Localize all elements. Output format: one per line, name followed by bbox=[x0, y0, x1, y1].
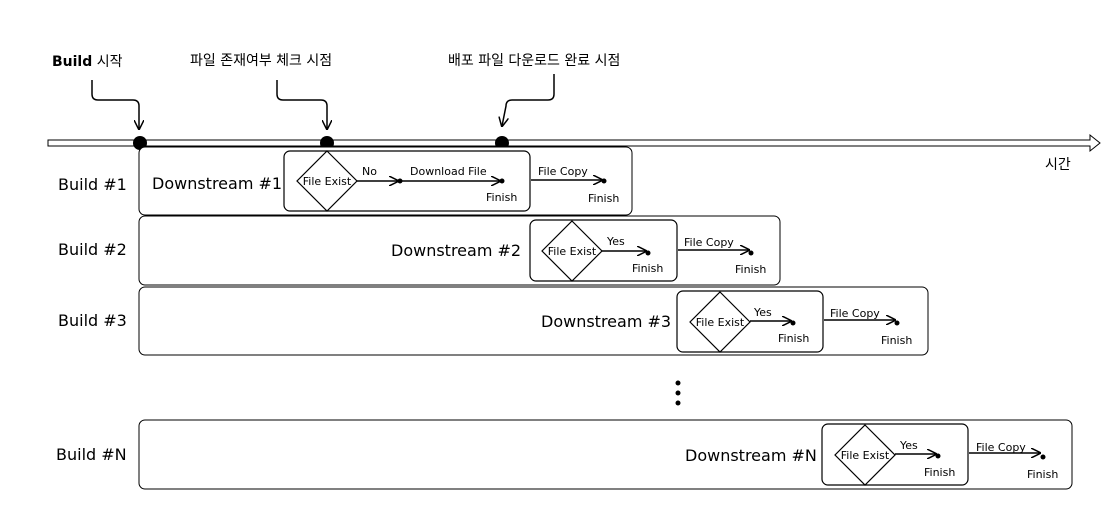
timeline-point-build-start bbox=[133, 136, 147, 150]
finish-point bbox=[499, 178, 505, 184]
copy-label: File Copy bbox=[830, 307, 880, 320]
decision-label: File Exist bbox=[548, 245, 597, 258]
decision-diamond bbox=[834, 424, 896, 486]
build-label: Build #1 bbox=[58, 175, 127, 194]
branch-label: Yes bbox=[753, 306, 772, 319]
connector-file-check bbox=[276, 80, 327, 129]
finish-label: Finish bbox=[778, 332, 809, 345]
finish-point bbox=[1040, 454, 1046, 460]
decision-diamond bbox=[541, 220, 603, 282]
copy-label: File Copy bbox=[538, 165, 588, 178]
finish-point bbox=[748, 250, 754, 256]
build-row-1: Build #1 Downstream #1 File Exist No Dow… bbox=[58, 146, 633, 216]
finish-label: Finish bbox=[632, 262, 663, 275]
finish-label: Finish bbox=[881, 334, 912, 347]
finish-label: Finish bbox=[735, 263, 766, 276]
branch-label: Yes bbox=[606, 235, 625, 248]
branch-label: Yes bbox=[899, 439, 918, 452]
time-axis-arrow bbox=[47, 133, 1101, 153]
decision-label: File Exist bbox=[841, 449, 890, 462]
build-label: Build #N bbox=[56, 445, 127, 464]
more-builds-ellipsis bbox=[675, 380, 681, 406]
downstream-label: Downstream #3 bbox=[541, 312, 671, 331]
decision-label: File Exist bbox=[696, 316, 745, 329]
downstream-label: Downstream #1 bbox=[152, 174, 282, 193]
downstream-label: Downstream #2 bbox=[391, 241, 521, 260]
finish-label: Finish bbox=[486, 191, 517, 204]
downstream-label: Downstream #N bbox=[685, 446, 817, 465]
marker-label-download-done: 배포 파일 다운로드 완료 시점 bbox=[448, 53, 620, 69]
axis-label-time: 시간 bbox=[1045, 157, 1071, 173]
decision-diamond bbox=[689, 291, 751, 353]
finish-point bbox=[645, 250, 651, 256]
finish-point bbox=[935, 453, 941, 459]
download-label: Download File bbox=[410, 165, 487, 178]
marker-label-file-check: 파일 존재여부 체크 시점 bbox=[190, 53, 332, 69]
marker-label-build-start: Build 시작 bbox=[52, 54, 123, 70]
finish-point bbox=[790, 320, 796, 326]
build-label: Build #3 bbox=[58, 311, 127, 330]
decision-diamond bbox=[296, 150, 358, 212]
finish-point bbox=[601, 178, 607, 184]
build-label: Build #2 bbox=[58, 240, 127, 259]
branch-label: No bbox=[362, 165, 377, 178]
build-row-2: Build #2 Downstream #2 File Exist Yes Fi… bbox=[58, 215, 781, 286]
build-row-3: Build #3 Downstream #3 File Exist Yes Fi… bbox=[58, 286, 929, 356]
copy-label: File Copy bbox=[684, 236, 734, 249]
decision-label: File Exist bbox=[303, 175, 352, 188]
finish-label: Finish bbox=[1027, 468, 1058, 481]
build-row-n: Build #N Downstream #N File Exist Yes Fi… bbox=[56, 419, 1073, 490]
finish-label: Finish bbox=[588, 192, 619, 205]
finish-label: Finish bbox=[924, 466, 955, 479]
connector-build-start bbox=[91, 80, 139, 129]
finish-point bbox=[894, 320, 900, 326]
connector-download-done bbox=[502, 74, 555, 126]
copy-label: File Copy bbox=[976, 441, 1026, 454]
